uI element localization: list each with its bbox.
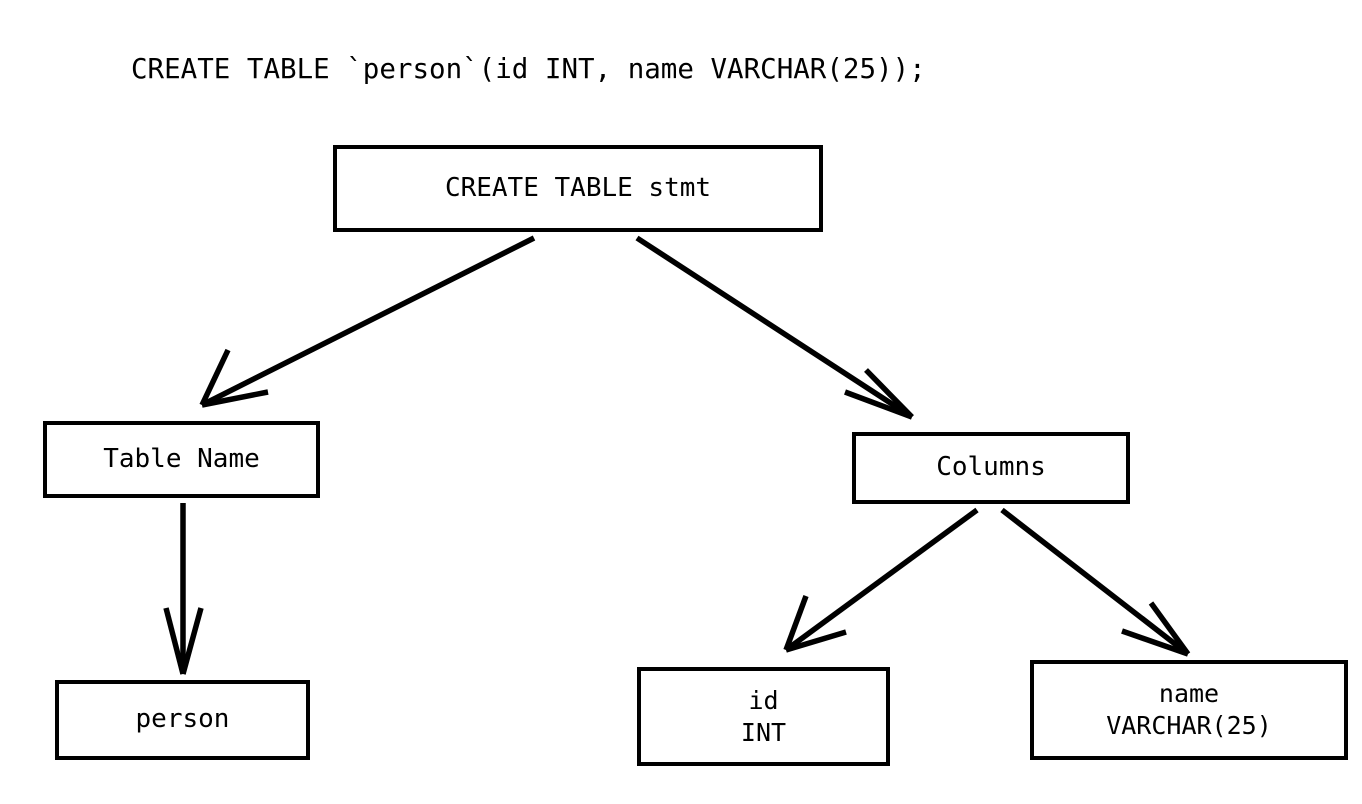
node-label-name: name bbox=[1158, 679, 1220, 708]
node-column-name[interactable]: name VARCHAR(25) bbox=[1030, 660, 1348, 760]
node-label: person bbox=[135, 704, 230, 735]
node-table-name[interactable]: Table Name bbox=[43, 421, 320, 498]
edge-columns-to-col-name bbox=[1000, 507, 1191, 657]
edge-root-to-table-name bbox=[199, 235, 536, 408]
node-columns[interactable]: Columns bbox=[852, 432, 1130, 504]
node-label: CREATE TABLE stmt bbox=[444, 172, 712, 203]
node-label-type: VARCHAR(25) bbox=[1106, 711, 1272, 740]
edge-table-name-to-person bbox=[163, 503, 204, 675]
edge-columns-to-col-id bbox=[783, 507, 979, 653]
sql-statement-caption: CREATE TABLE `person`(id INT, name VARCH… bbox=[131, 53, 926, 85]
node-label: Table Name bbox=[103, 443, 260, 474]
node-column-id[interactable]: id INT bbox=[637, 667, 890, 766]
node-person[interactable]: person bbox=[55, 680, 310, 760]
node-label-type: INT bbox=[740, 717, 787, 747]
node-create-table-stmt[interactable]: CREATE TABLE stmt bbox=[333, 145, 823, 232]
edge-root-to-columns bbox=[635, 235, 914, 420]
node-label-name: id bbox=[748, 685, 779, 715]
node-label: Columns bbox=[936, 452, 1046, 483]
